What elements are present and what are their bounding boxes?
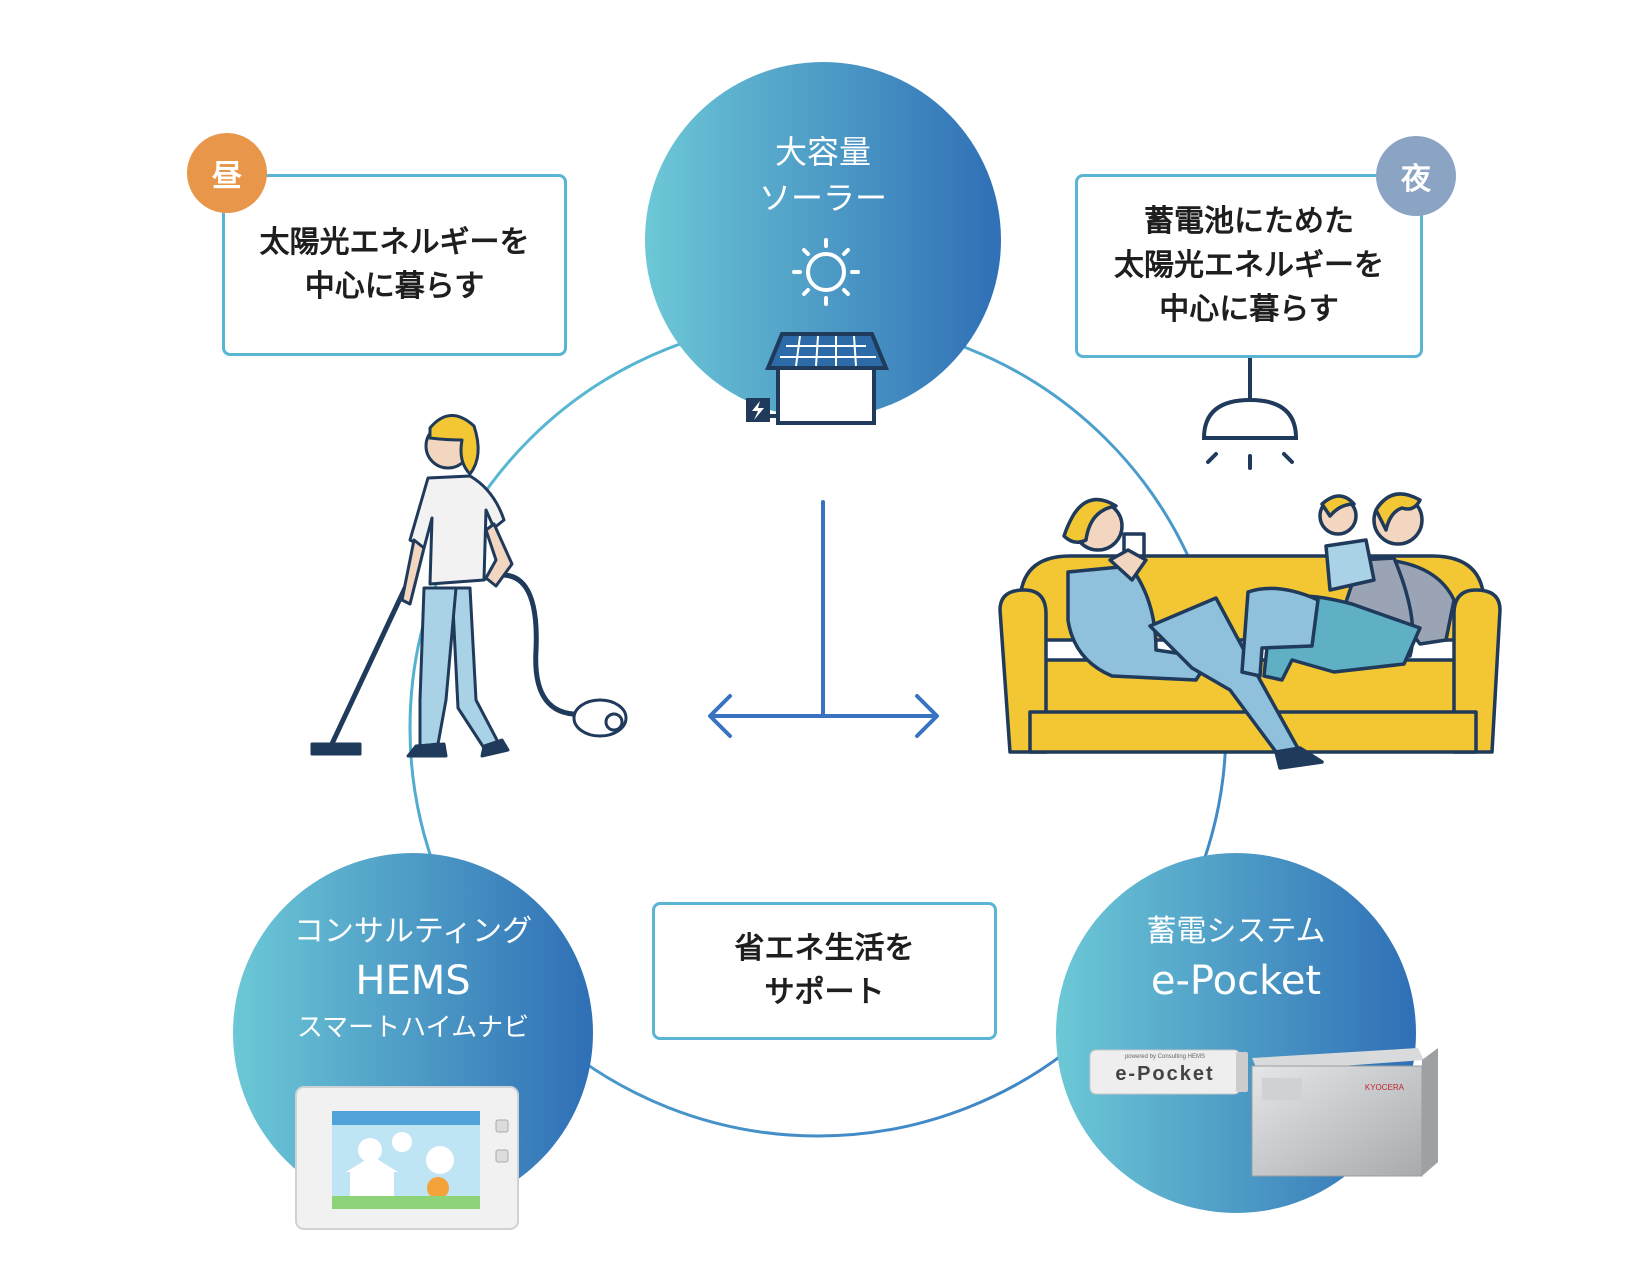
e-pocket-device-label: e-Pocket: [1115, 1063, 1215, 1085]
battery-line2: e-Pocket: [1150, 958, 1322, 1004]
night-box: 蓄電池にためた 太陽光エネルギーを 中心に暮らす: [1075, 174, 1423, 358]
family-on-sofa-illustration: [998, 492, 1502, 770]
night-badge: 夜: [1376, 136, 1456, 216]
battery-device: KYOCERA: [1251, 1048, 1438, 1177]
night-line1: 蓄電池にためた: [1144, 204, 1354, 239]
e-pocket-sublabel: powered by Consulting HEMS: [1124, 1054, 1206, 1060]
battery-line1: 蓄電システム: [1146, 914, 1326, 949]
hems-line3: スマートハイムナビ: [296, 1013, 530, 1043]
center-box: 省エネ生活を サポート: [652, 902, 997, 1040]
center-line2: サポート: [764, 975, 885, 1010]
brand-logo-text: KYOCERA: [1365, 1083, 1405, 1092]
solar-house-icon: [746, 332, 889, 425]
day-line1: 太陽光エネルギーを: [259, 225, 530, 260]
night-line3: 中心に暮らす: [1159, 292, 1339, 327]
hems-label: コンサルティング HEMS スマートハイムナビ: [233, 910, 593, 1048]
e-pocket-label-plate: [1089, 1049, 1248, 1095]
hems-panel-device: [295, 1086, 519, 1230]
day-box: 太陽光エネルギーを 中心に暮らす: [222, 174, 567, 356]
day-line2: 中心に暮らす: [304, 269, 485, 304]
solar-circle: [645, 62, 1001, 418]
center-line1: 省エネ生活を: [734, 931, 915, 966]
day-badge: 昼: [187, 133, 267, 213]
e-pocket-plate-text: powered by Consulting HEMS e-Pocket: [1092, 1052, 1238, 1086]
woman-vacuuming-illustration: [310, 414, 628, 758]
night-line2: 太陽光エネルギーを: [1114, 248, 1384, 283]
hems-line2: HEMS: [355, 958, 471, 1004]
solar-line1: 大容量: [774, 133, 871, 171]
solar-line2: ソーラー: [758, 179, 887, 217]
hems-line1: コンサルティング: [293, 914, 533, 949]
sun-icon: [792, 238, 860, 306]
ceiling-lamp-icon: [1201, 355, 1299, 470]
split-arrow-icon: [708, 500, 939, 738]
solar-label: 大容量 ソーラー: [640, 129, 1006, 221]
battery-label: 蓄電システム e-Pocket: [1056, 910, 1416, 1008]
